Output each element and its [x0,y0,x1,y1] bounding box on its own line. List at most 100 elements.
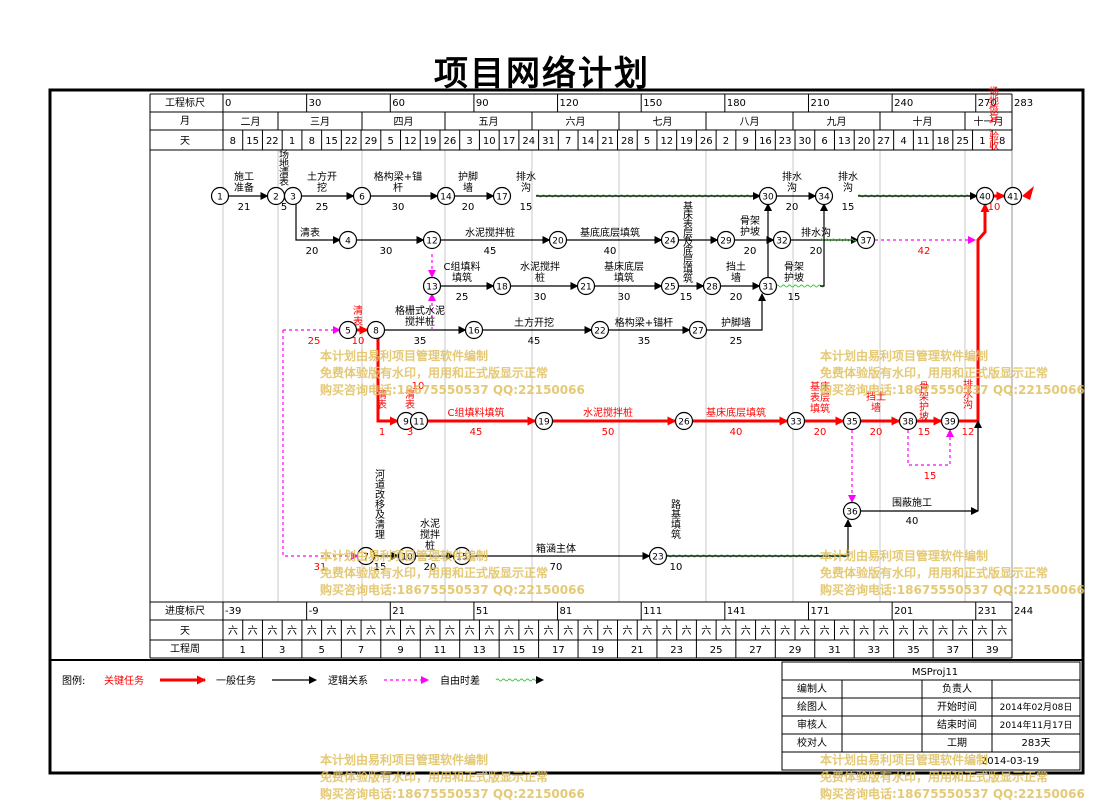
watermark-line: 免费体验版有水印，用用和正式版显示正常 [820,565,1048,580]
node-circle [758,276,778,296]
duration: 15 [374,562,387,573]
node-circle [688,320,708,340]
label-char: 基 [671,508,681,521]
node-number: 19 [538,418,550,428]
label-line: 挡土 [866,390,886,403]
label-line: 表层 [810,391,830,404]
node-11: 11 [409,411,429,431]
duration: 20 [730,292,743,303]
node-number: 10 [401,553,413,563]
task-label: 护脚墙 [458,170,478,194]
node-circle [702,276,722,296]
duration: 40 [906,516,919,527]
duration: 21 [238,202,251,213]
week-number: 35 [907,645,920,656]
watermark-line: 购买咨询电话:18675550537 QQ:22150066 [320,786,585,801]
duration: 1 [379,427,385,438]
node-number: 32 [776,237,787,247]
duration: 30 [618,292,631,303]
scale-tick-label: 150 [643,98,662,109]
label-line: 格构梁+锚 [374,170,422,183]
node-number: 2 [273,193,279,203]
node-circle [356,546,376,566]
day-tick: 22 [266,136,279,147]
week-number: 13 [473,645,486,656]
node-circle [786,411,806,431]
node-32: 32 [772,230,792,250]
duration: 50 [602,427,615,438]
week-number: 39 [986,645,999,656]
node-25: 25 [660,276,680,296]
label-char: 路 [671,498,681,511]
watermark-line: 本计划由易利项目管理软件编制 [820,548,988,563]
node-number: 5 [345,327,351,337]
node-30: 30 [758,186,778,206]
day-tick: 15 [246,136,259,147]
day-tick: 31 [542,136,555,147]
label-char: 及 [683,237,693,249]
label-char: 场 [989,85,999,98]
task-label: 水泥搅拌桩 [465,226,515,239]
month-label: 月 [180,115,190,127]
week-label: 工程周 [170,643,200,655]
label-char: 表 [405,398,415,411]
task-label: 护脚墙 [721,316,751,329]
watermark-line: 购买咨询电话:18675550537 QQ:22150066 [320,582,585,597]
scale-tick-label: 30 [309,98,322,109]
label-char: 地 [279,157,289,170]
weekday-cell: 六 [366,625,376,637]
node-1: 1 [210,186,230,206]
weekday-cell: 六 [504,625,514,637]
label-char: 理 [375,529,385,541]
day-tick: 14 [582,136,595,147]
node-20: 20 [548,230,568,250]
label-line: 排水 [838,170,858,183]
label-char: 恢 [989,103,999,116]
day-tick: 7 [565,136,571,147]
label-char: 清 [279,166,289,179]
day-tick: 24 [522,136,535,147]
label-char: 清 [377,388,387,401]
legend-free-arrowhead [536,676,544,684]
node-circle [464,320,484,340]
node-number: 1 [217,193,223,203]
week-number: 31 [828,645,841,656]
node-circle [590,320,610,340]
duration: 25 [308,336,321,347]
watermark-line: 免费体验版有水印，用用和正式版显示正常 [820,365,1048,380]
label-line: 清 [353,304,363,317]
node-31: 31 [758,276,778,296]
weekday-cell: 六 [524,625,534,637]
node-circle [660,276,680,296]
node-number: 37 [860,237,871,247]
progress-tick-label: 141 [727,606,746,617]
node-number: 4 [345,237,351,247]
node-circle [422,276,442,296]
task-label: 土方开挖 [514,316,554,329]
period-value: 283天 [1021,738,1050,749]
node-17: 17 [492,186,512,206]
duration: 20 [306,246,319,257]
free-float-arrow [282,330,359,560]
weekday-cell: 六 [346,625,356,637]
day-tick: 29 [365,136,378,147]
day-tick: 13 [838,136,851,147]
day-tick: 8 [309,136,315,147]
label-line: 水泥搅拌 [520,260,560,273]
label-char: 地 [989,94,999,107]
task-label: 基床底层填筑 [604,260,644,284]
node-22: 22 [590,320,610,340]
label-line: C组填料 [444,260,481,273]
week-number: 25 [710,645,723,656]
node-13: 13 [422,276,442,296]
weekday-cell: 六 [938,625,948,637]
duration: 20 [424,562,437,573]
label-char: 场 [279,148,289,161]
watermark-line: 本计划由易利项目管理软件编制 [320,548,488,563]
node-number: 28 [706,283,718,293]
weekday-cell: 六 [267,625,277,637]
node-number: 40 [979,193,991,203]
